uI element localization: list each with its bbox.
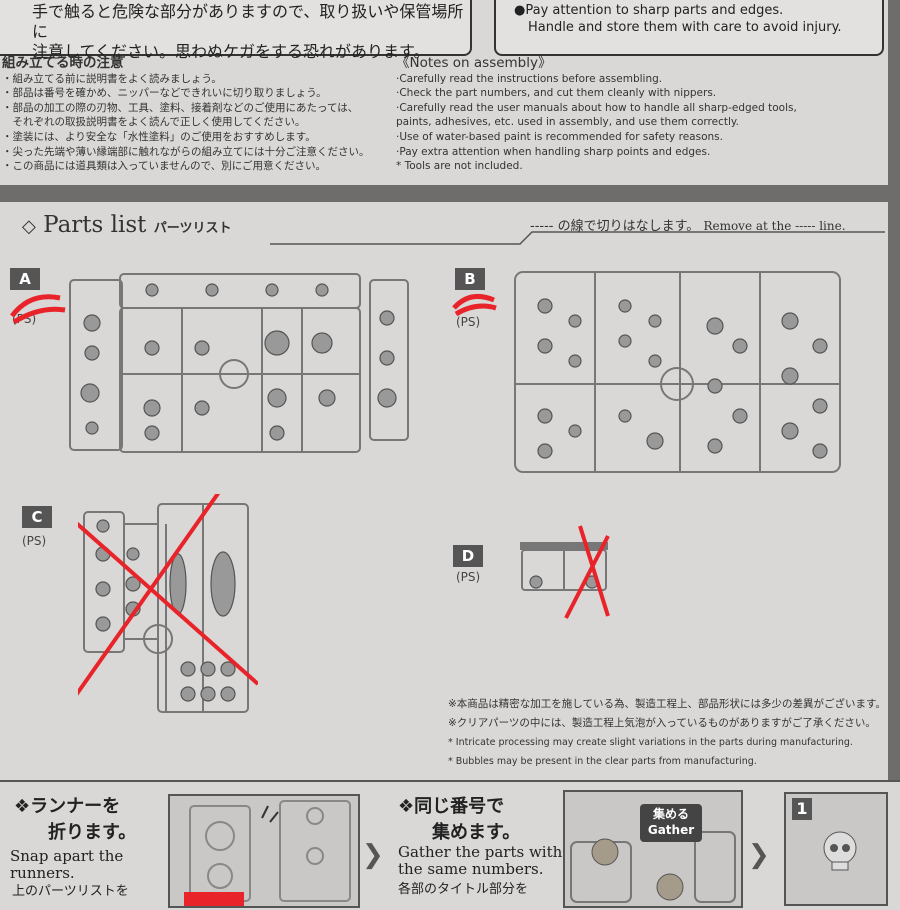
snap-step-en: Snap apart the runners. [10, 847, 124, 882]
runner-c-material: (PS) [22, 534, 47, 548]
warning-en-text: ●Pay attention to sharp parts and edges.… [514, 3, 842, 35]
runner-d-material: (PS) [456, 570, 481, 584]
red-cross-stroke [564, 535, 610, 619]
notes-en-heading: 《Notes on assembly》 [396, 55, 552, 71]
bottom-divider [0, 780, 900, 782]
red-tab [184, 892, 244, 908]
red-cross-stroke [578, 525, 610, 617]
section-divider [0, 185, 900, 202]
remove-line-note: ----- の線で切りはなします。 Remove at the ----- li… [530, 219, 846, 234]
diamond-icon: ❖ [14, 796, 31, 817]
diamond-icon: ❖ [398, 796, 415, 817]
runner-b-diagram [514, 271, 841, 473]
gather-step-en: Gather the parts with the same numbers. [398, 843, 563, 878]
snap-illustration [168, 794, 360, 908]
snap-motion-icon [261, 805, 279, 823]
parts-list-rule [270, 231, 885, 245]
snap-step-title: ❖ランナーを 折ります。 [14, 796, 137, 843]
red-cross-stroke [78, 494, 221, 696]
page-edge-bar [888, 0, 900, 780]
chevron-right-icon: ❯ [748, 840, 770, 870]
skull-icon [823, 831, 857, 871]
warning-box-en: ●Pay attention to sharp parts and edges.… [494, 0, 884, 56]
disclaimer: ※本商品は精密な加工を施している為、製造工程上、部品形状には多少の差異がございま… [448, 698, 886, 767]
runner-c-diagram [78, 494, 258, 713]
parts-list-title: ◇ Parts list パーツリスト [22, 212, 232, 238]
bullet-icon: ● [514, 3, 526, 18]
part-number-badge [591, 838, 619, 866]
runner-c-label: C [22, 506, 52, 528]
part-number-badge [656, 873, 684, 901]
step-number: 1 [792, 798, 812, 820]
red-scribble-a [10, 294, 66, 325]
runner-d-diagram [520, 525, 610, 619]
red-scribble-b [452, 293, 497, 317]
warning-jp-text: 手で触ると危険な部分がありますので、取り扱いや保管場所に 注意してください。思わ… [32, 2, 464, 61]
gather-badge: 集める Gather [640, 804, 702, 842]
runner-a-label: A [10, 268, 40, 290]
notes-en: 《Notes on assembly》 ·Carefully read the … [396, 55, 797, 173]
gather-step-note: 各部のタイトル部分を [398, 882, 529, 897]
diamond-icon: ◇ [22, 216, 36, 237]
chevron-right-icon: ❯ [362, 840, 384, 870]
warning-box-jp: 手で触ると危険な部分がありますので、取り扱いや保管場所に 注意してください。思わ… [0, 0, 472, 61]
notes-jp: 組み立てる時の注意 ・組み立てる前に説明書をよく読みましょう。 ・部品は番号を確… [2, 55, 370, 173]
runner-a-diagram [69, 273, 409, 453]
step-1-panel: 1 [784, 792, 888, 906]
runner-d-label: D [453, 545, 483, 567]
runner-b-label: B [455, 268, 485, 290]
gather-step-title: ❖同じ番号で 集めます。 [398, 796, 521, 843]
runner-b-material: (PS) [456, 315, 481, 329]
notes-jp-heading: 組み立てる時の注意 [2, 55, 124, 71]
red-cross-stroke [78, 521, 258, 686]
snap-step-note: 上のパーツリストを [12, 884, 129, 899]
